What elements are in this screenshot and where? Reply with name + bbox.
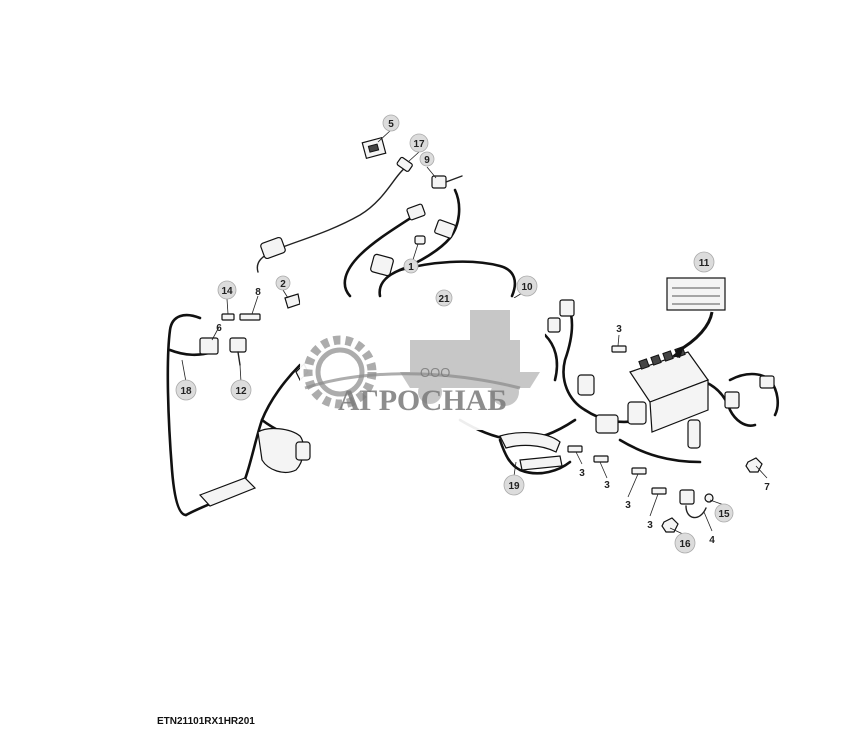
callout-7: 7 [764,482,770,493]
svg-text:3: 3 [616,324,622,335]
leader-lines [181,129,768,536]
callout-3-e: 3 [647,520,653,531]
svg-text:4: 4 [709,535,715,546]
callout-17: 17 [409,133,429,153]
svg-text:16: 16 [679,539,691,550]
svg-text:15: 15 [718,509,730,520]
svg-text:21: 21 [438,294,450,305]
callout-15: 15 [714,503,734,523]
svg-text:14: 14 [221,286,233,297]
svg-text:19: 19 [508,481,520,492]
connector-part-9 [431,175,463,189]
svg-text:18: 18 [180,386,192,397]
callout-2: 2 [275,275,291,291]
callout-8: 8 [255,287,261,298]
upper-harness [343,188,517,298]
svg-text:6: 6 [216,323,222,334]
gear-icon [303,335,377,409]
callout-10: 10 [516,275,538,297]
callout-3-b: 3 [579,468,585,479]
svg-text:9: 9 [424,155,430,166]
watermark: ООО АГРОСНАБ [300,298,545,430]
upper-sensor-cable [256,156,413,273]
callout-6: 6 [216,323,222,334]
bolts-3 [567,345,667,495]
callout-11: 11 [693,251,715,273]
svg-text:3: 3 [604,480,610,491]
svg-text:3: 3 [625,500,631,511]
callout-9: 9 [419,151,435,167]
svg-text:3: 3 [579,468,585,479]
fuse-chart-11 [666,277,726,358]
callout-3-d: 3 [625,500,631,511]
callout-21: 21 [435,289,453,307]
left-harness [166,293,311,517]
svg-text:11: 11 [699,258,710,269]
callout-18: 18 [175,379,197,401]
svg-text:7: 7 [764,482,770,493]
watermark-name: АГРОСНАБ [338,384,507,417]
svg-text:17: 17 [413,139,425,150]
watermark-org: ООО [420,365,450,380]
callout-12: 12 [230,379,252,401]
callout-4: 4 [709,535,715,546]
fuse-box [629,346,709,433]
callout-19: 19 [503,474,525,496]
switch-part-5 [361,136,387,160]
figure-id: ETN21101RX1HR201 [157,716,255,727]
right-harness [458,277,780,533]
callout-3-top: 3 [616,324,622,335]
svg-text:5: 5 [388,119,394,130]
callout-16: 16 [674,532,696,554]
svg-text:1: 1 [408,262,414,273]
callout-3-c: 3 [604,480,610,491]
svg-text:10: 10 [521,282,533,293]
callout-5: 5 [382,114,400,132]
svg-text:12: 12 [235,386,247,397]
svg-text:2: 2 [280,279,286,290]
callout-14: 14 [217,280,237,300]
callout-1: 1 [403,258,419,274]
svg-text:3: 3 [647,520,653,531]
svg-text:8: 8 [255,287,261,298]
